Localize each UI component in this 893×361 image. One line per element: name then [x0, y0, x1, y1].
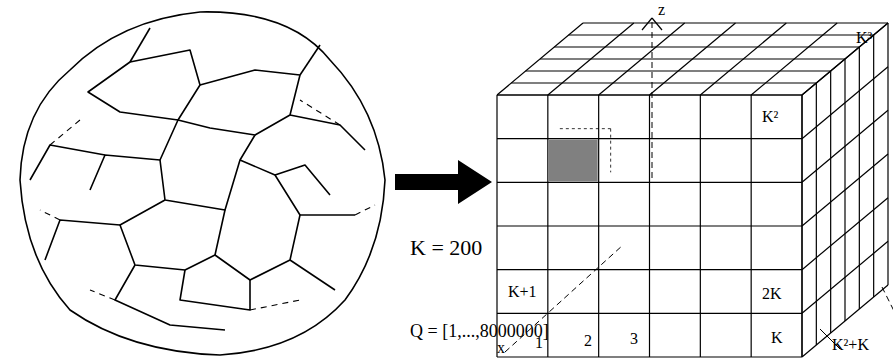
polyhedron [20, 12, 385, 355]
grid-line [554, 46, 859, 47]
cell-number: K²+K [832, 337, 869, 353]
grid-line [802, 285, 888, 357]
grid-line [497, 225, 802, 226]
grid-line [802, 23, 888, 95]
cell-number: K+1 [508, 284, 537, 300]
grid-line [844, 59, 845, 321]
range-label: Q = [1,...,8000000] [410, 322, 549, 340]
grid-line [497, 313, 802, 314]
grid-line [700, 95, 701, 357]
grid-line [560, 128, 611, 129]
cell-number: K² [762, 109, 778, 125]
grid-line [642, 18, 652, 30]
grid-line [497, 269, 802, 270]
grid-line [540, 58, 845, 59]
grid-line [859, 47, 860, 309]
arrow [395, 160, 492, 204]
hidden-edges [40, 100, 375, 310]
grid-line [751, 95, 752, 357]
grid-line [802, 198, 888, 270]
highlighted-cell [549, 140, 598, 182]
grid-line [751, 23, 837, 95]
grid-line [583, 22, 888, 23]
axis-label: z [658, 2, 665, 18]
grid-cube [497, 18, 893, 357]
cell-number: K [771, 330, 783, 346]
cell-number: 2K [762, 286, 782, 302]
grid-line [497, 356, 802, 357]
cell-number: 1 [535, 335, 543, 351]
axis-label: x [497, 340, 505, 356]
cell-number: K³ [856, 30, 872, 46]
cell-number: 2 [584, 333, 592, 349]
parameter-label: K = 200 [410, 237, 482, 259]
grid-line [610, 129, 611, 173]
grid-line [652, 22, 653, 182]
grid-line [882, 287, 893, 315]
grid-line [802, 241, 888, 313]
grid-line [887, 23, 888, 285]
grid-line [873, 35, 874, 297]
cell-number: 3 [630, 331, 638, 347]
grid-line [569, 34, 874, 35]
grid-line [801, 95, 802, 357]
grid-line [801, 95, 802, 357]
grid-line [652, 18, 662, 30]
grid-line [700, 23, 786, 95]
